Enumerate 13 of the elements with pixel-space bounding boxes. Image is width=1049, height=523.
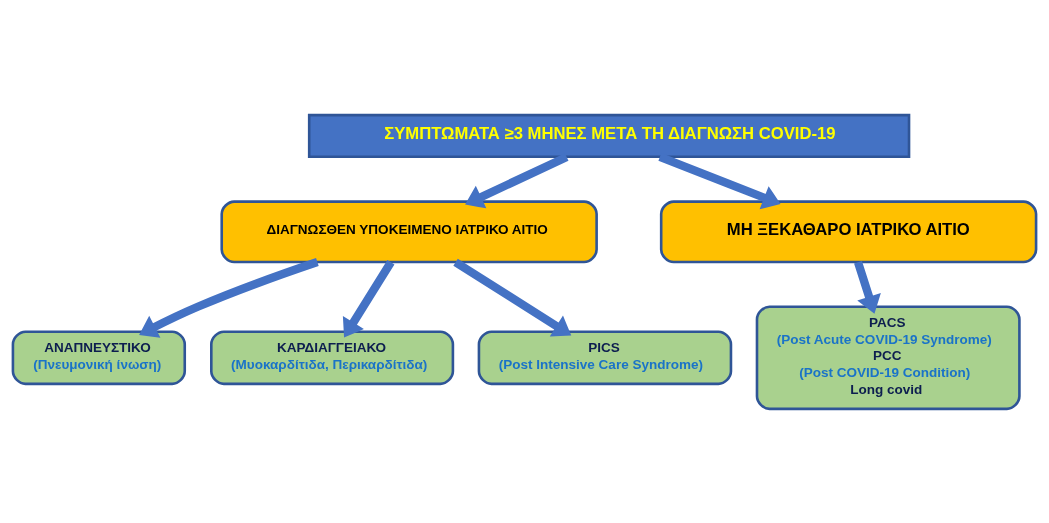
node-box: PACS (Post Acute COVID-19 Syndrome) PCC (Post COVID-19 Condition) Long covid bbox=[755, 304, 1021, 410]
node-box: ΔΙΑΓΝΩΣΘΕΝ ΥΠΟΚΕΙΜΕΝΟ ΙΑΤΡΙΚΟ ΑΙΤΙΟ bbox=[220, 199, 598, 263]
arrow bbox=[854, 260, 881, 314]
arrow bbox=[453, 258, 572, 336]
node-box: ΣΥΜΠΤΩΜΑΤΑ ≥3 ΜΗΝΕΣ ΜΕΤΑ ΤΗ ΔΙΑΓΝΩΣΗ COVID-19 bbox=[307, 113, 911, 158]
node-box: PICS (Post Intensive Care Syndrome) bbox=[477, 329, 733, 385]
arrow bbox=[139, 257, 319, 338]
arrow bbox=[658, 152, 781, 209]
arrow bbox=[342, 259, 395, 338]
node-box: ΜΗ ΞΕΚΑΘΑΡΟ ΙΑΤΡΙΚΟ ΑΙΤΙΟ bbox=[659, 199, 1038, 263]
node-box: ΚΑΡΔΙΑΓΓΕΙΑΚΟ (Μυοκαρδίτιδα, Περικαρδίτιδα) bbox=[210, 329, 455, 385]
arrow bbox=[465, 152, 569, 208]
node-box: ΑΝΑΠΝΕΥΣΤΙΚΟ (Πνευμονική ίνωση) bbox=[11, 329, 187, 385]
